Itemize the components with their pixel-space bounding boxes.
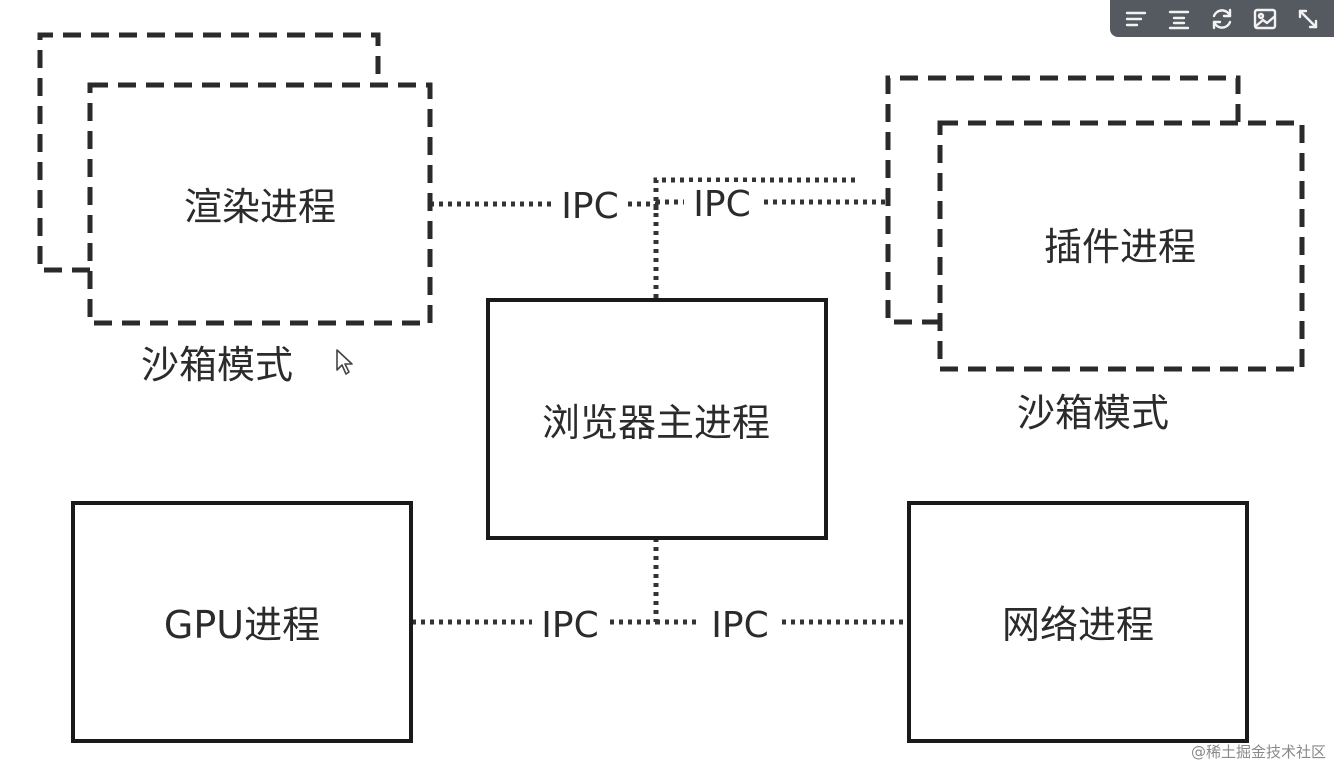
plugin-back-frame	[885, 75, 1241, 325]
align-left-icon	[1125, 11, 1146, 26]
align-left-button[interactable]	[1119, 4, 1153, 34]
align-center-icon	[1168, 10, 1189, 29]
ipc-label-plugin: IPC	[693, 184, 750, 225]
gpu-process-box	[71, 501, 413, 743]
network-process-label: 网络进程	[1002, 603, 1154, 647]
ipc-label-gpu: IPC	[541, 605, 598, 646]
align-center-button[interactable]	[1162, 4, 1196, 34]
image-icon	[1253, 8, 1277, 29]
browser-process-label: 浏览器主进程	[542, 401, 770, 445]
plugin-process-label: 插件进程	[1044, 225, 1196, 269]
fullscreen-button[interactable]	[1291, 4, 1325, 34]
viewer-toolbar	[1110, 0, 1334, 37]
plugin-process-box	[937, 120, 1305, 372]
gpu-process-label: GPU进程	[164, 603, 320, 647]
renderer-process-box	[87, 82, 433, 326]
renderer-process-label: 渲染进程	[184, 185, 336, 229]
image-button[interactable]	[1248, 4, 1282, 34]
watermark: @稀土掘金技术社区	[1190, 743, 1326, 761]
mouse-cursor-icon	[336, 349, 353, 375]
sandbox-label-left: 沙箱模式	[141, 343, 293, 387]
refresh-icon	[1212, 8, 1232, 29]
browser-process-box	[486, 298, 828, 540]
fullscreen-icon	[1299, 9, 1318, 28]
network-process-box	[907, 501, 1249, 743]
ipc-label-renderer: IPC	[561, 186, 618, 227]
ipc-label-network: IPC	[711, 605, 768, 646]
sandbox-label-right: 沙箱模式	[1017, 391, 1169, 435]
refresh-button[interactable]	[1205, 4, 1239, 34]
renderer-back-frame	[37, 32, 381, 273]
